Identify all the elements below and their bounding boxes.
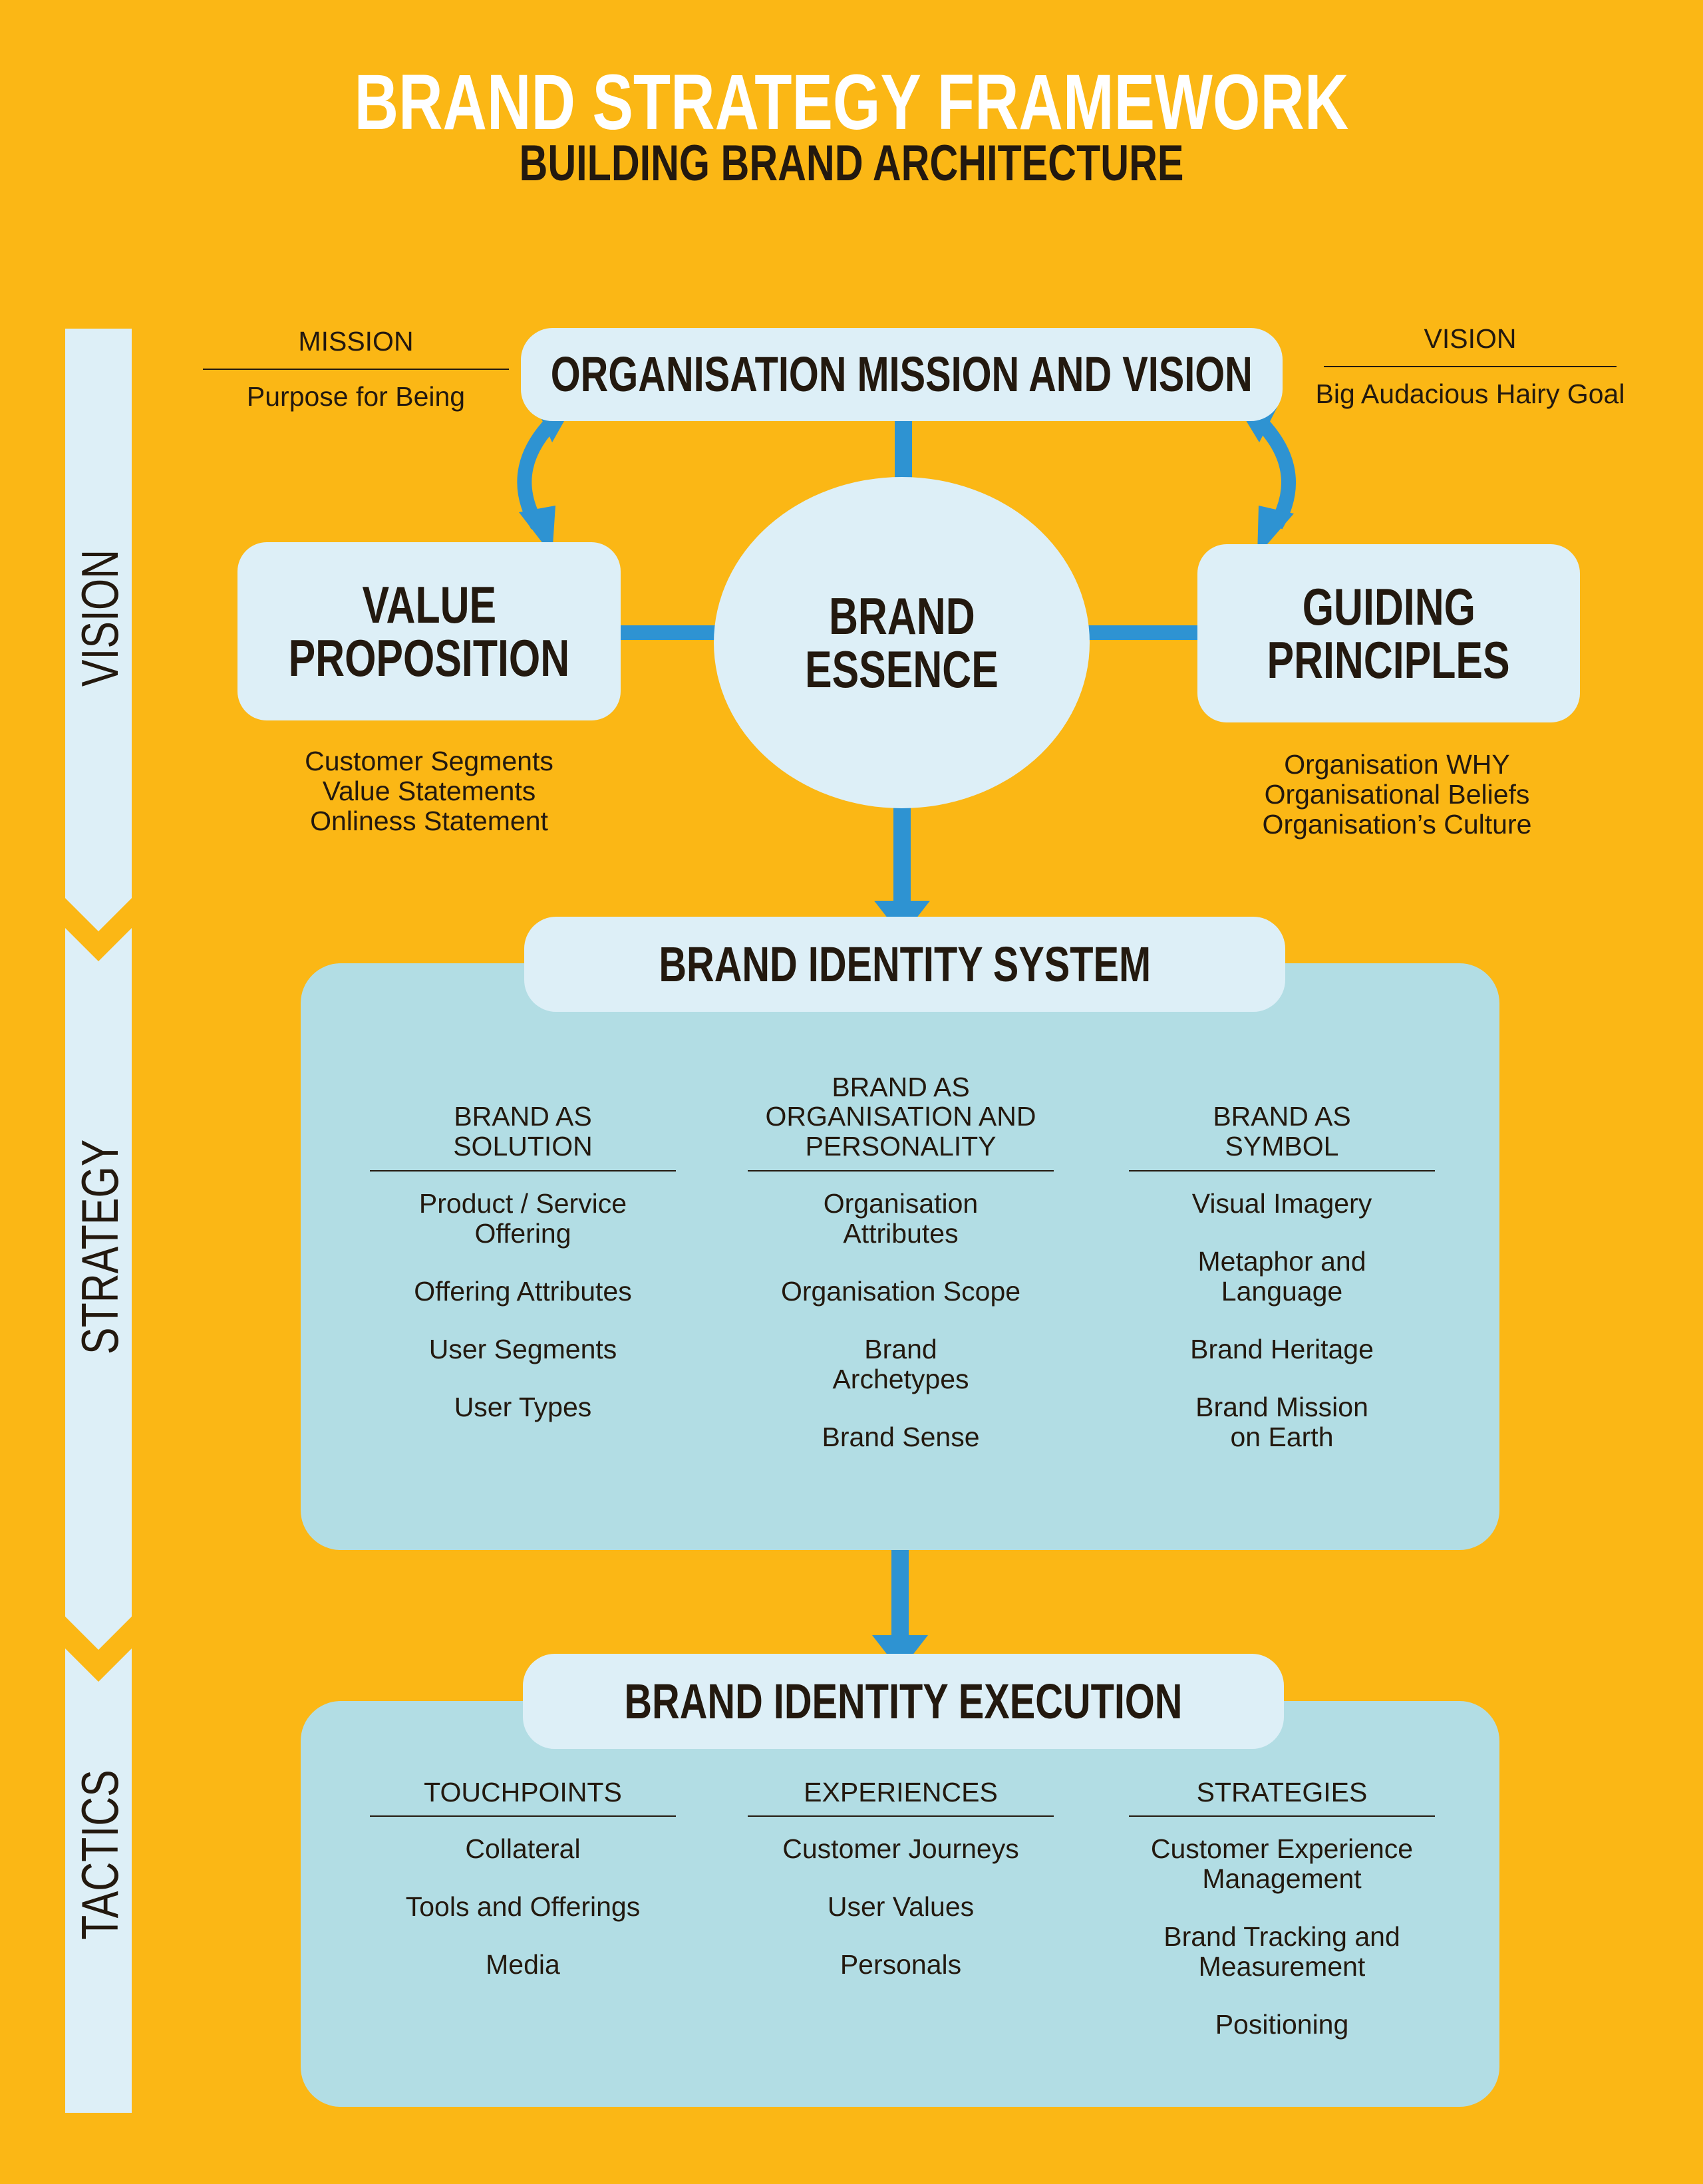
- guiding-principles-line2: PRINCIPLES: [1267, 631, 1511, 689]
- list-item: Value Statements: [322, 776, 536, 807]
- list-item: User Segments: [428, 1334, 617, 1365]
- identity-execution-panel: [301, 1701, 1499, 2107]
- mission-heading: MISSION: [298, 326, 414, 357]
- list-item: Organisation’s Culture: [1262, 809, 1532, 840]
- identity-execution-column-1: TOUCHPOINTS Collateral Tools and Offerin…: [370, 1766, 676, 2008]
- guiding-principles-line1: GUIDING: [1302, 577, 1475, 636]
- list-item: Customer Segments: [305, 746, 553, 776]
- vision-heading: VISION: [1424, 323, 1517, 354]
- page-subtitle: BUILDING BRAND ARCHITECTURE: [519, 135, 1184, 192]
- identity-system-column-1: BRAND AS SOLUTION Product / Service Offe…: [370, 1044, 676, 1450]
- list-item: Brand Archetypes: [832, 1334, 969, 1395]
- list-item: Tools and Offerings: [405, 1891, 641, 1923]
- arrow-down-essence-system: [874, 793, 930, 937]
- column-heading: TOUCHPOINTS: [424, 1777, 622, 1807]
- column-rule: [370, 1170, 676, 1171]
- mission-subtext: Purpose for Being: [246, 381, 466, 412]
- list-item: Offering Attributes: [414, 1276, 632, 1307]
- column-heading: BRAND AS SOLUTION: [453, 1101, 593, 1162]
- sidebar-segment-strategy: [65, 928, 132, 1650]
- list-item: Customer Experience Management: [1150, 1833, 1414, 1895]
- sidebar-label-tactics: TACTICS: [71, 1770, 129, 1940]
- guiding-principles-list: Organisation WHY Organisational Beliefs …: [1204, 749, 1590, 840]
- identity-execution-column-2: EXPERIENCES Customer Journeys User Value…: [748, 1766, 1054, 2008]
- value-proposition-box: VALUE PROPOSITION: [237, 542, 621, 720]
- sidebar-segment-tactics: [65, 1648, 132, 2113]
- list-item: Organisational Beliefs: [1264, 779, 1530, 810]
- list-item: Metaphor and Language: [1197, 1246, 1366, 1307]
- connector-right: [1088, 625, 1201, 640]
- connector-left: [619, 625, 718, 640]
- vision-subtext: Big Audacious Hairy Goal: [1315, 379, 1625, 409]
- list-item: Positioning: [1215, 2009, 1349, 2040]
- column-rule: [748, 1815, 1054, 1817]
- list-item: Brand Sense: [822, 1422, 980, 1453]
- brand-essence-circle: BRAND ESSENCE: [714, 477, 1090, 808]
- list-item: User Values: [827, 1891, 975, 1923]
- arrow-down-system-execution: [872, 1530, 928, 1671]
- value-proposition-line2: PROPOSITION: [288, 629, 570, 687]
- identity-system-panel: [301, 963, 1499, 1550]
- column-rule: [370, 1815, 676, 1817]
- column-heading: STRATEGIES: [1196, 1777, 1368, 1807]
- value-proposition-line1: VALUE: [362, 575, 496, 634]
- list-item: Organisation WHY: [1284, 749, 1510, 780]
- list-item: Brand Mission on Earth: [1195, 1392, 1368, 1453]
- mission-rule: [203, 369, 509, 370]
- list-item: Media: [486, 1949, 560, 1980]
- list-item: Brand Tracking and Measurement: [1163, 1921, 1400, 1982]
- guiding-principles-box: GUIDING PRINCIPLES: [1197, 544, 1580, 722]
- list-item: Brand Heritage: [1190, 1334, 1374, 1365]
- identity-system-column-2: BRAND AS ORGANISATION AND PERSONALITY Or…: [748, 1044, 1054, 1481]
- brand-essence-line1: BRAND: [828, 586, 975, 645]
- list-item: Personals: [840, 1949, 962, 1980]
- mission-vision-title: ORGANISATION MISSION AND VISION: [550, 347, 1253, 402]
- list-item: Visual Imagery: [1191, 1188, 1372, 1219]
- curved-arrow-right-head-bottom: [1257, 506, 1294, 555]
- list-item: Collateral: [465, 1833, 581, 1864]
- column-rule: [748, 1170, 1054, 1171]
- page-title: BRAND STRATEGY FRAMEWORK: [354, 59, 1349, 146]
- column-heading: BRAND AS ORGANISATION AND PERSONALITY: [765, 1072, 1036, 1162]
- sidebar-label-strategy: STRATEGY: [71, 1139, 129, 1354]
- list-item: Product / Service Offering: [418, 1188, 627, 1249]
- brand-essence-line2: ESSENCE: [805, 640, 999, 699]
- list-item: Onliness Statement: [310, 806, 548, 837]
- identity-execution-header: BRAND IDENTITY EXECUTION: [523, 1654, 1284, 1749]
- sidebar-label-vision: VISION: [71, 549, 129, 687]
- identity-system-column-3: BRAND AS SYMBOL Visual Imagery Metaphor …: [1129, 1044, 1435, 1481]
- list-item: Organisation Scope: [780, 1276, 1021, 1307]
- mission-block: MISSION Purpose for Being: [203, 328, 509, 410]
- identity-execution-column-3: STRATEGIES Customer Experience Managemen…: [1129, 1766, 1435, 2068]
- column-heading: BRAND AS SYMBOL: [1213, 1101, 1351, 1162]
- vision-rule: [1324, 366, 1617, 367]
- column-rule: [1129, 1815, 1435, 1817]
- identity-system-title: BRAND IDENTITY SYSTEM: [659, 936, 1151, 992]
- column-heading: EXPERIENCES: [804, 1777, 998, 1807]
- mission-vision-header: ORGANISATION MISSION AND VISION: [521, 328, 1283, 421]
- column-rule: [1129, 1170, 1435, 1171]
- list-item: Customer Journeys: [782, 1833, 1019, 1864]
- sidebar-segment-vision: [65, 329, 132, 931]
- identity-system-header: BRAND IDENTITY SYSTEM: [524, 917, 1285, 1012]
- vision-block: VISION Big Audacious Hairy Goal: [1316, 323, 1625, 408]
- value-proposition-list: Customer Segments Value Statements Onlin…: [253, 746, 605, 836]
- list-item: User Types: [454, 1392, 592, 1423]
- identity-execution-title: BRAND IDENTITY EXECUTION: [624, 1673, 1183, 1729]
- list-item: Organisation Attributes: [823, 1188, 979, 1249]
